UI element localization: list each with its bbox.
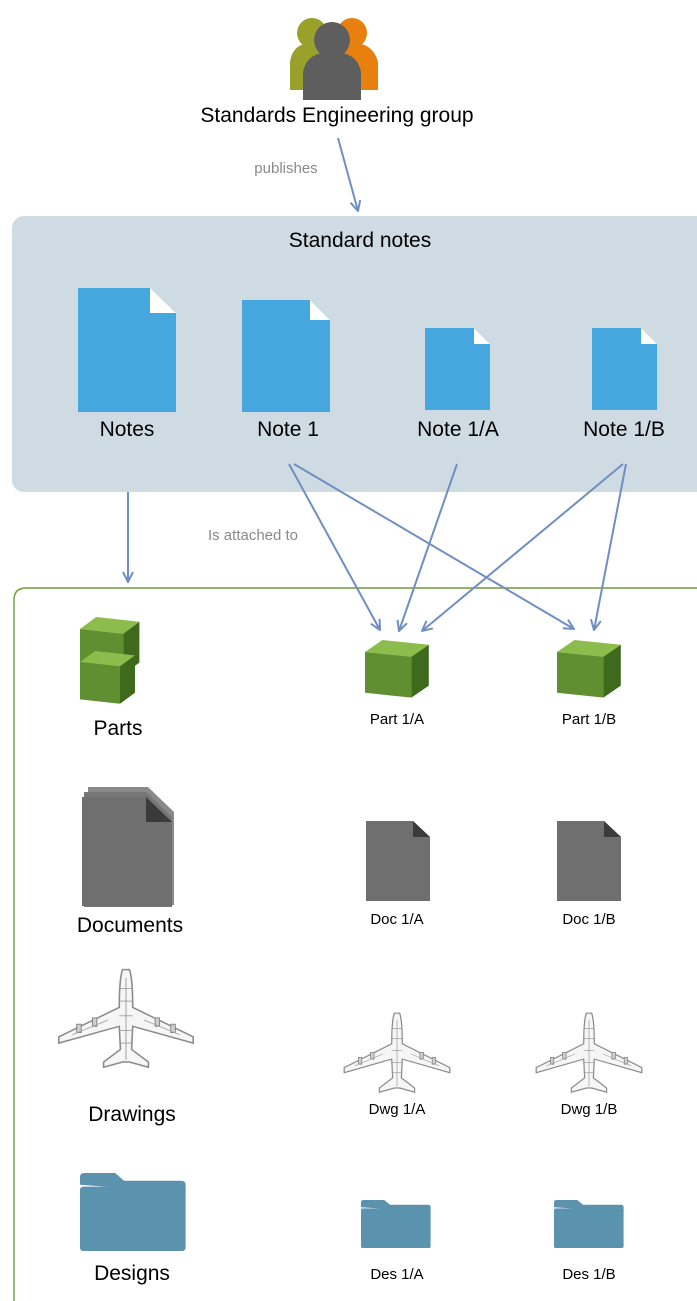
part-1b-cube-icon xyxy=(557,640,621,698)
des-1a-folder-icon xyxy=(361,1200,431,1248)
notes-document-icon xyxy=(78,288,176,412)
item-label-des-1a: Des 1/A xyxy=(370,1266,424,1283)
users-icon xyxy=(290,18,378,100)
notes-group-title: Standard notes xyxy=(288,229,432,252)
note-label-note-1: Note 1 xyxy=(257,418,319,441)
note-label-notes: Notes xyxy=(99,418,155,441)
dwg-1a-airplane-icon xyxy=(343,1012,451,1093)
note1b-to-part1b-arrow xyxy=(594,463,627,630)
publishes-edge-label: publishes xyxy=(254,160,318,177)
note1-to-part1a-arrow xyxy=(288,463,380,630)
category-label-designs: Designs xyxy=(94,1262,170,1285)
note1b-to-part1a-arrow xyxy=(422,463,624,631)
item-label-part-1a: Part 1/A xyxy=(369,711,425,728)
documents-stack-icon xyxy=(82,787,174,907)
note-1b-document-icon xyxy=(592,328,657,410)
category-label-parts: Parts xyxy=(93,717,143,740)
publishes-arrow xyxy=(337,137,358,211)
note-label-note-1b: Note 1/B xyxy=(583,418,665,441)
standard-notes-panel xyxy=(12,216,697,492)
dwg-1b-airplane-icon xyxy=(535,1012,643,1093)
item-label-doc-1a: Doc 1/A xyxy=(370,911,424,928)
note-label-note-1a: Note 1/A xyxy=(417,418,499,441)
doc-1b-document-icon xyxy=(557,821,621,901)
item-label-dwg-1b: Dwg 1/B xyxy=(560,1101,618,1118)
note-1-document-icon xyxy=(242,300,330,412)
part-1a-cube-icon xyxy=(365,640,429,698)
note1-to-part1b-arrow xyxy=(293,463,574,629)
des-1b-folder-icon xyxy=(554,1200,624,1248)
category-label-documents: Documents xyxy=(76,914,184,937)
designs-folder-icon xyxy=(80,1173,186,1251)
attached-edge-label: Is attached to xyxy=(207,527,299,544)
parts-cube-icon xyxy=(80,617,140,704)
item-label-dwg-1a: Dwg 1/A xyxy=(368,1101,426,1118)
actor-label: Standards Engineering group xyxy=(200,104,474,127)
drawings-airplane-icon xyxy=(58,968,194,1069)
note-1a-document-icon xyxy=(425,328,490,410)
doc-1a-document-icon xyxy=(366,821,430,901)
item-label-doc-1b: Doc 1/B xyxy=(562,911,616,928)
targets-frame xyxy=(13,587,697,1301)
item-label-des-1b: Des 1/B xyxy=(562,1266,616,1283)
item-label-part-1b: Part 1/B xyxy=(561,711,617,728)
arrows xyxy=(128,137,627,631)
category-label-drawings: Drawings xyxy=(88,1103,176,1126)
note1a-to-part1a-arrow xyxy=(399,463,458,631)
